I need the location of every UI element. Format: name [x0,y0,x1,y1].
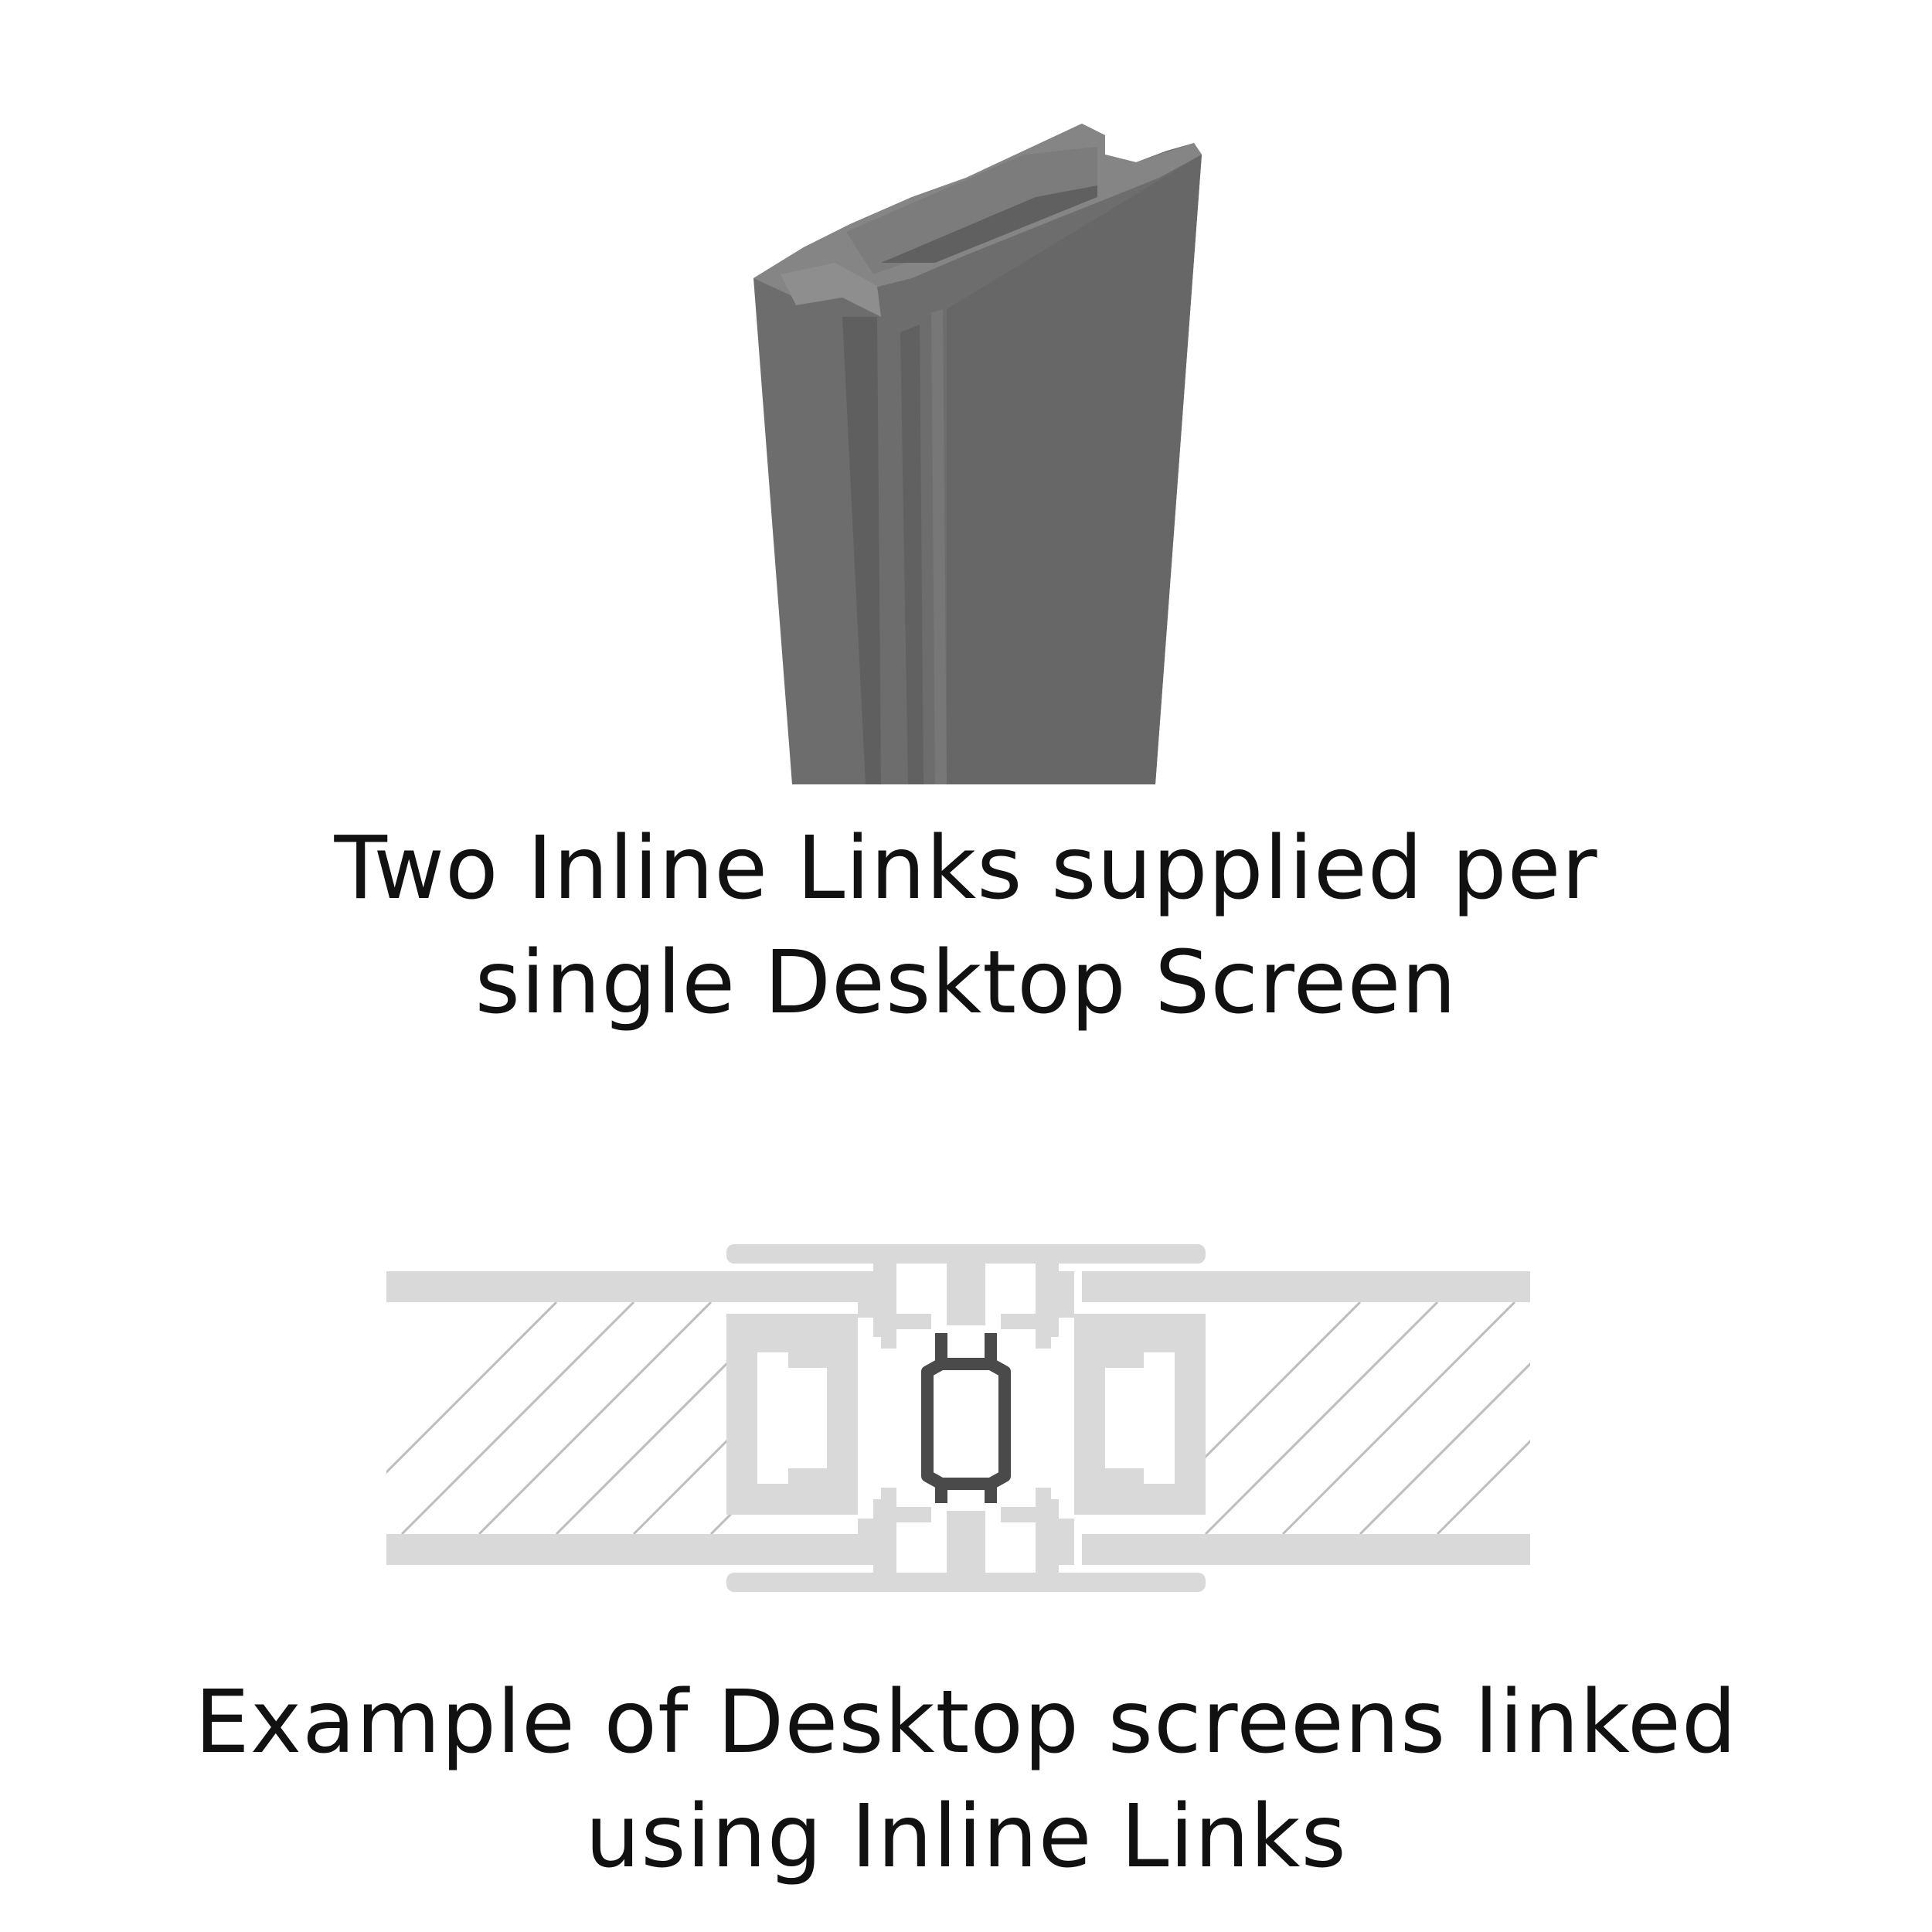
linked-screens-caption: Example of Desktop screens linked using … [0,1665,1932,1894]
caption-bottom-line-1: Example of Desktop screens linked [195,1672,1737,1773]
caption-top-line-2: single Desktop Screen [474,933,1458,1033]
caption-top-line-1: Two Inline Links supplied per [334,818,1598,919]
caption-bottom-line-2: using Inline Links [585,1787,1347,1887]
link-supply-caption: Two Inline Links supplied per single Des… [0,811,1932,1040]
